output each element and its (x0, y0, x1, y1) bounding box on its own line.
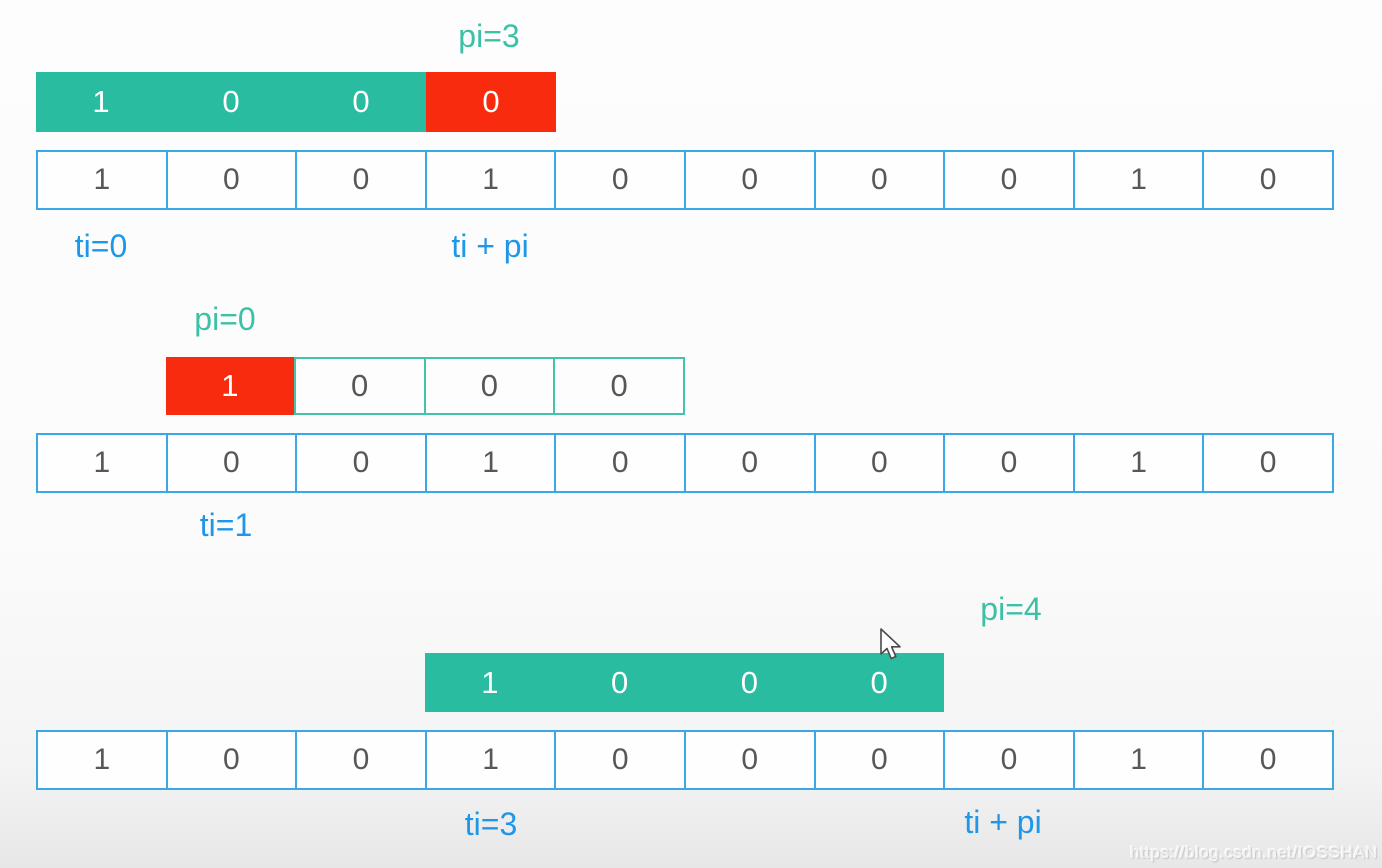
step1-text-row: 1 0 0 1 0 0 0 0 1 0 (36, 150, 1334, 210)
text-cell: 0 (683, 433, 816, 493)
text-cell: 1 (424, 150, 557, 210)
text-cell: 0 (295, 730, 427, 790)
text-cell: 0 (1202, 433, 1334, 493)
text-cell: 0 (295, 433, 427, 493)
text-cell: 0 (943, 433, 1075, 493)
text-cell: 0 (683, 150, 816, 210)
pattern-cell: 0 (554, 653, 685, 712)
text-cell: 0 (813, 730, 946, 790)
step1-ti-label: ti=0 (74, 228, 128, 264)
pattern-cell: 0 (166, 72, 296, 132)
text-cell: 0 (165, 433, 298, 493)
text-cell: 1 (36, 150, 168, 210)
text-cell: 0 (683, 730, 816, 790)
text-cell: 0 (295, 150, 427, 210)
pattern-cell: 1 (425, 653, 555, 712)
text-cell: 0 (813, 150, 946, 210)
text-cell: 1 (1072, 150, 1205, 210)
pattern-cell: 0 (426, 72, 556, 132)
text-cell: 0 (165, 730, 298, 790)
pattern-cell: 0 (296, 72, 426, 132)
text-cell: 0 (943, 730, 1075, 790)
step1-pattern-row: 1 0 0 0 (36, 72, 556, 132)
pattern-cell: 0 (293, 357, 426, 415)
text-cell: 1 (36, 730, 168, 790)
pattern-cell: 0 (814, 653, 944, 712)
pattern-cell: 0 (553, 357, 685, 415)
pattern-cell: 0 (423, 357, 556, 415)
pattern-cell: 1 (36, 72, 166, 132)
text-cell: 0 (1202, 730, 1334, 790)
step1-pi-label: pi=3 (458, 18, 520, 54)
step3-ti-label: ti=3 (464, 806, 518, 842)
text-cell: 0 (943, 150, 1075, 210)
text-cell: 1 (1072, 730, 1205, 790)
text-cell: 0 (554, 150, 686, 210)
watermark: https://blog.csdn.net/IOSSHAN (1130, 843, 1378, 862)
step3-ti-plus-pi-label: ti + pi (964, 804, 1042, 840)
step3-text-row: 1 0 0 1 0 0 0 0 1 0 (36, 730, 1334, 790)
step2-pi-label: pi=0 (194, 301, 256, 337)
text-cell: 0 (554, 433, 686, 493)
text-cell: 0 (813, 433, 946, 493)
step2-pattern-row: 1 0 0 0 (166, 357, 685, 415)
step2-ti-label: ti=1 (199, 507, 253, 543)
text-cell: 1 (1072, 433, 1205, 493)
step3-pattern-row: 1 0 0 0 (425, 653, 944, 712)
step2-text-row: 1 0 0 1 0 0 0 0 1 0 (36, 433, 1334, 493)
mouse-cursor-icon (880, 628, 901, 660)
pattern-cell: 0 (684, 653, 815, 712)
pattern-cell: 1 (166, 357, 294, 415)
text-cell: 1 (424, 730, 557, 790)
text-cell: 0 (554, 730, 686, 790)
step3-pi-label: pi=4 (980, 591, 1042, 627)
step1-ti-plus-pi-label: ti + pi (451, 228, 529, 264)
text-cell: 1 (36, 433, 168, 493)
text-cell: 0 (165, 150, 298, 210)
text-cell: 1 (424, 433, 557, 493)
text-cell: 0 (1202, 150, 1334, 210)
